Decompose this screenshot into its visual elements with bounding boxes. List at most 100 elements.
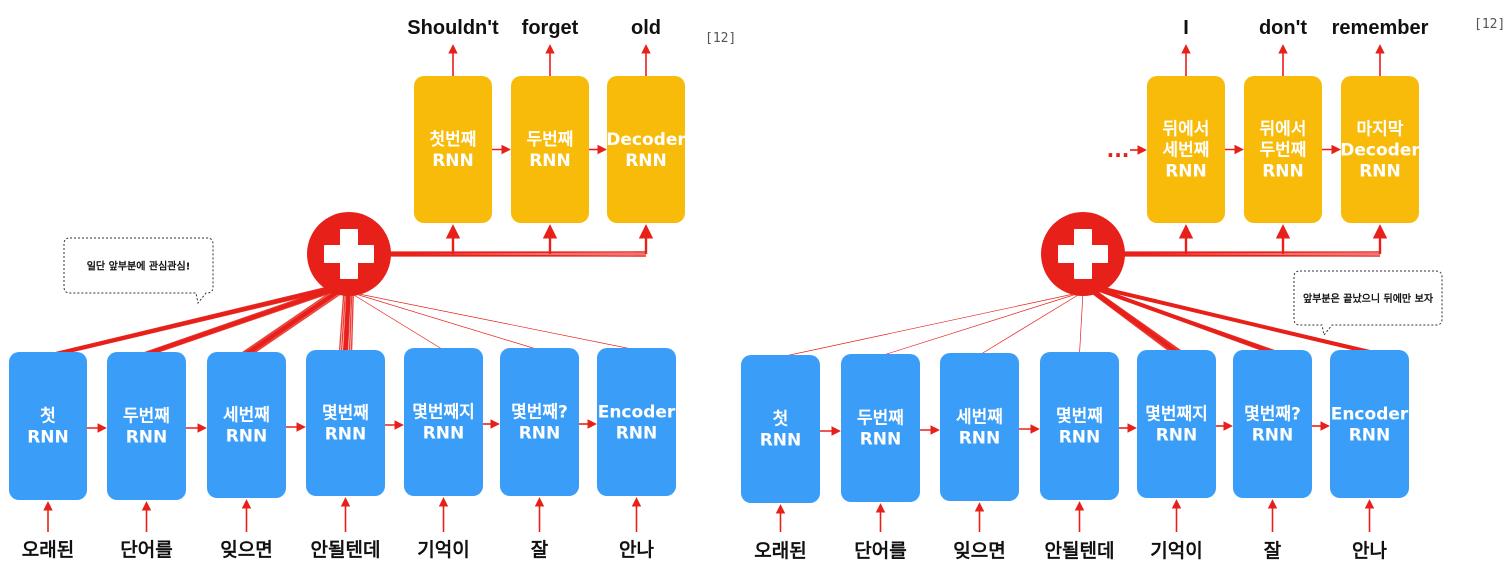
left-encoder-rnn-2-line-0: 세번째 (223, 406, 270, 426)
left-input-word-6: 안나 (619, 539, 654, 561)
right-attention-weak-0 (780, 291, 1084, 358)
left-encoder-rnn-6-line-0: Encoder (598, 403, 676, 423)
right-encoder-rnn-4-line-0: 몇번째지 (1145, 405, 1208, 425)
right-encoder-rnn-5: 몇번째?RNN (1233, 350, 1312, 498)
right-reference: [12] (1474, 17, 1505, 32)
right-encoder-rnn-2-line-0: 세번째 (956, 408, 1003, 428)
left-decoder-rnn-2-line-0: Decoder (606, 130, 686, 150)
left-encoder-rnn-5: 몇번째?RNN (500, 348, 579, 496)
right-input-word-1: 단어를 (854, 540, 906, 562)
right-output-word-2: remember (1332, 17, 1429, 39)
right-encoder-rnn-0-line-0: 첫 (773, 409, 789, 430)
left-decoder-rnn-1-line-0: 두번째 (527, 130, 574, 150)
right-encoder-rnn-5-line-1: RNN (1252, 426, 1294, 446)
right-encoder-rnn-6-line-1: RNN (1349, 426, 1391, 446)
right-attention-weak-2 (979, 291, 1084, 356)
left-decoder-rnn-0-line-0: 첫번째 (430, 129, 477, 150)
right-decoder-rnn-2-line-1: Decoder (1340, 141, 1420, 161)
right-attention-weak-3 (1079, 291, 1084, 355)
left-encoder-rnn-5-line-1: RNN (519, 424, 561, 444)
right-encoder-rnn-3-line-0: 몇번째 (1056, 407, 1103, 427)
right-decoder-rnn-0-line-0: 뒤에서 (1163, 119, 1210, 140)
right-encoder-rnn-1-line-0: 두번째 (857, 409, 904, 429)
left-encoder-rnn-0-line-1: RNN (27, 428, 69, 448)
left-output-word-2: old (631, 17, 661, 39)
left-input-word-4: 기억이 (417, 539, 469, 561)
left-speech-bubble: 일단 앞부분에 관심관심! (63, 237, 214, 305)
left-encoder-rnn-4-line-0: 몇번째지 (412, 403, 475, 423)
right-encoder-rnn-0-line-1: RNN (760, 431, 802, 451)
right-decoder-rnn-2-line-0: 마지막 (1357, 120, 1404, 140)
right-attention-strong-5 (1078, 282, 1279, 354)
left-decoder-rnn-0-line-1: RNN (432, 151, 474, 171)
left-attention-weak-6 (348, 291, 637, 351)
left-encoder-rnn-3-line-0: 몇번째 (322, 404, 369, 424)
left-encoder-rnn-1-line-0: 두번째 (123, 407, 170, 427)
right-input-word-6: 안나 (1352, 540, 1387, 562)
right-attention-weak-1 (880, 291, 1084, 357)
right-decoder-rnn-0-line-2: RNN (1165, 162, 1207, 182)
right-ellipsis: ... (1107, 138, 1130, 162)
left-decoder-rnn-1-line-1: RNN (529, 151, 571, 171)
right-attention-strong-6 (1078, 282, 1376, 354)
left-encoder-rnn-6-line-1: RNN (616, 424, 658, 444)
left-encoder-rnn-4-line-1: RNN (423, 424, 465, 444)
right-input-word-5: 잘 (1264, 540, 1282, 562)
right-plus-icon (1041, 212, 1125, 296)
right-decoder-rnn-0-line-1: 세번째 (1163, 141, 1210, 161)
left-encoder-rnn-0-line-0: 첫 (40, 406, 56, 427)
right-speech-bubble-text: 앞부분은 끝났으니 뒤에만 보자 (1303, 292, 1434, 305)
right-input-word-4: 기억이 (1150, 540, 1202, 562)
left-output-word-0: Shouldn't (407, 17, 499, 39)
left-input-word-1: 단어를 (120, 539, 172, 561)
left-attention-strong-1 (140, 282, 354, 356)
right-decoder-rnn-1-line-2: RNN (1262, 162, 1304, 182)
thin-attention-lines (348, 291, 1084, 358)
thick-attention-lines (49, 251, 1381, 356)
right-input-word-3: 안될텐데 (1045, 540, 1115, 562)
left-reference: [12] (705, 31, 736, 46)
right-encoder-rnn-5-line-0: 몇번째? (1244, 405, 1301, 425)
right-encoder-rnn-4-line-1: RNN (1156, 426, 1198, 446)
right-decoder-rnn-1-line-0: 뒤에서 (1260, 119, 1307, 140)
right-encoder-rnn-6-line-0: Encoder (1331, 405, 1409, 425)
right-encoder-rnn-1-line-1: RNN (860, 430, 902, 450)
left-attention-weak-5 (348, 291, 540, 351)
right-attention-strong-4 (1078, 282, 1183, 354)
right-encoder-rnn-2-line-1: RNN (959, 429, 1001, 449)
right-output-word-1: don't (1259, 17, 1307, 39)
left-speech-bubble-text: 일단 앞부분에 관심관심! (87, 260, 191, 273)
right-decoder-rnn-1-line-1: 두번째 (1260, 141, 1307, 161)
right-input-word-0: 오래된 (754, 540, 806, 562)
left-context-line (378, 251, 647, 257)
right-output-word-0: I (1183, 17, 1189, 39)
left-plus-icon (307, 212, 391, 296)
right-context-line (1112, 251, 1381, 257)
left-input-word-5: 잘 (531, 539, 549, 561)
left-input-word-0: 오래된 (22, 539, 74, 561)
left-decoder-rnn-2-line-1: RNN (625, 151, 667, 171)
left-input-word-2: 잊으면 (220, 539, 272, 561)
left-encoder-rnn-3-line-1: RNN (325, 425, 367, 445)
left-encoder-rnn-1-line-1: RNN (126, 428, 168, 448)
left-output-word-1: forget (522, 17, 579, 39)
text-labels: 오래된 단어를 잊으면 안될텐데 기억이 잘 안나 Shouldn't forget old [12… (22, 17, 1506, 562)
right-speech-bubble: 앞부분은 끝났으니 뒤에만 보자 (1293, 270, 1443, 337)
left-input-word-3: 안될텐데 (311, 539, 381, 561)
left-attention-weak-4 (348, 291, 444, 351)
